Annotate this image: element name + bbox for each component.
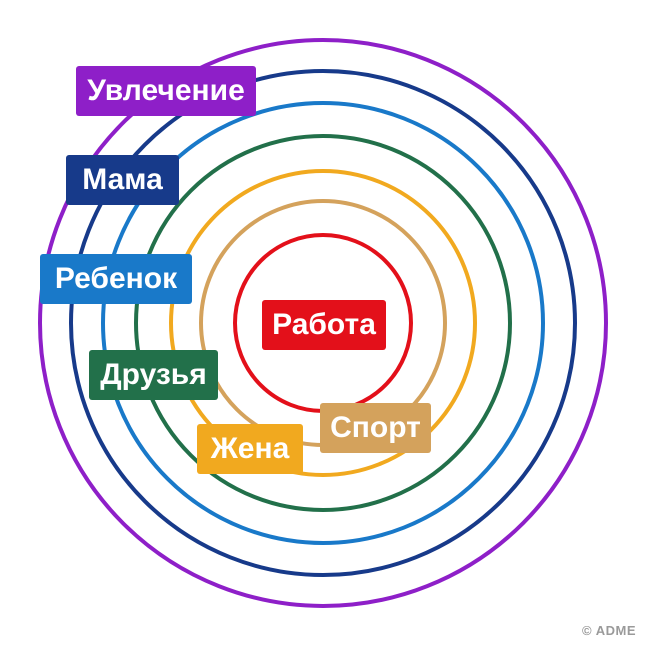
watermark: © ADME: [582, 623, 636, 638]
ring-friends: [134, 134, 512, 512]
label-work: Работа: [262, 300, 386, 350]
label-mom: Мама: [66, 155, 179, 205]
ring-child: [101, 101, 545, 545]
ring-mom: [69, 69, 577, 577]
label-friends: Друзья: [89, 350, 218, 400]
label-sport: Спорт: [320, 403, 431, 453]
label-child: Ребенок: [40, 254, 192, 304]
label-wife: Жена: [197, 424, 303, 474]
label-hobby: Увлечение: [76, 66, 256, 116]
ring-wife: [169, 169, 477, 477]
ring-hobby: [38, 38, 608, 608]
